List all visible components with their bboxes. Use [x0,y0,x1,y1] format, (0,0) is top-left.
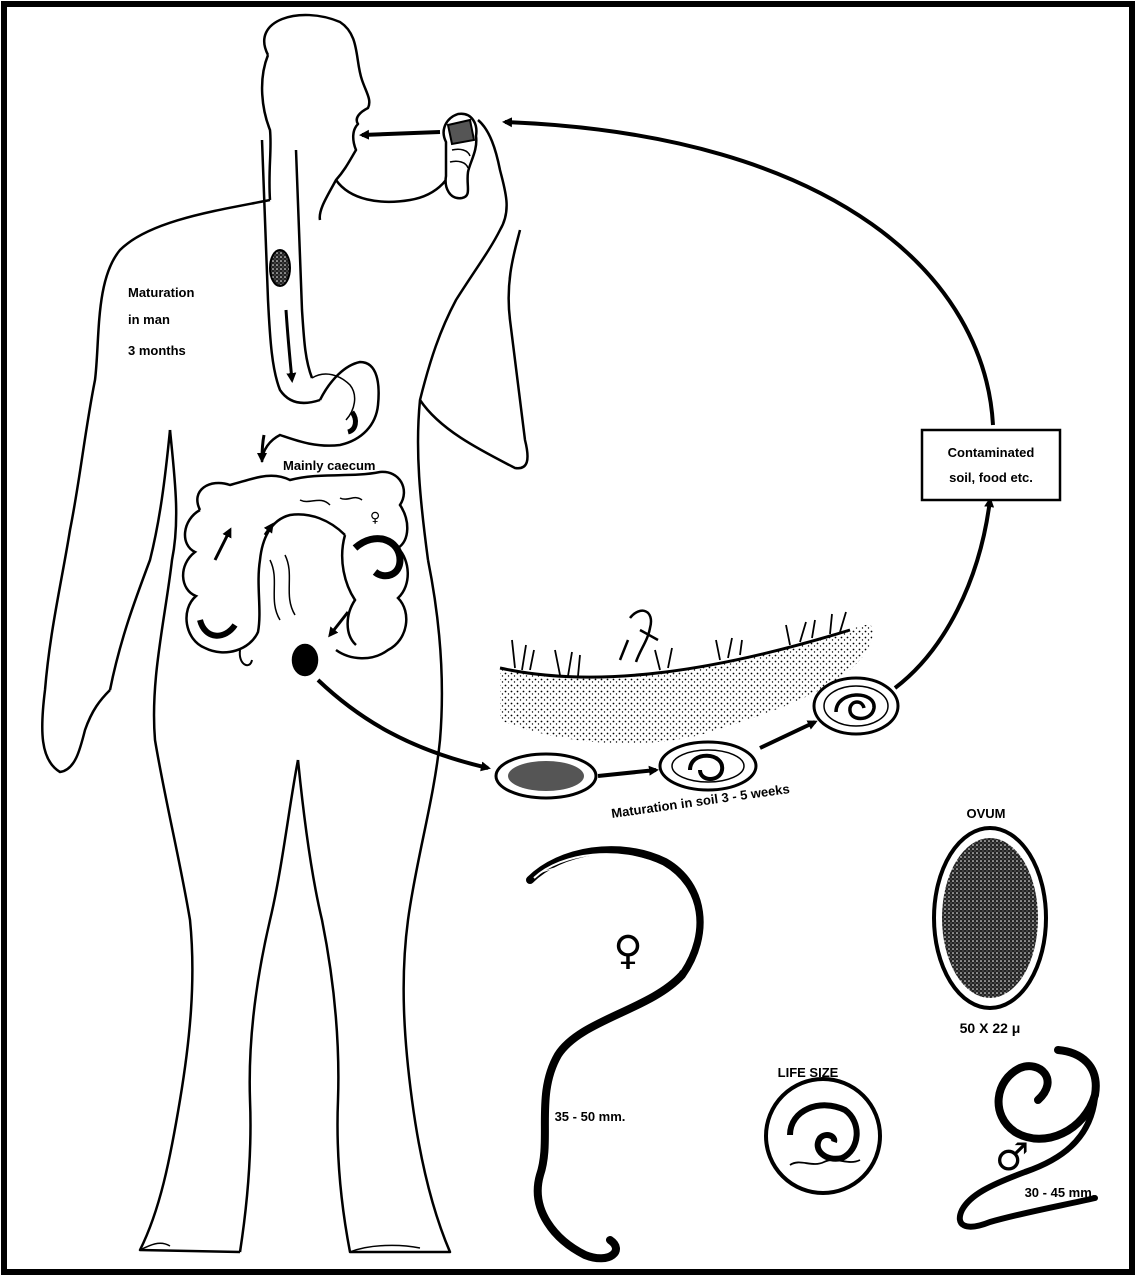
female-worm-illustration [530,850,700,1258]
male-symbol: ♂ [995,1135,1029,1179]
female-length-label: 35 - 50 mm. [555,1109,626,1124]
human-figure [42,15,527,1252]
hand-with-food-icon [444,114,477,198]
life-size-illustration [766,1079,880,1193]
egg-release-arrow [318,680,488,768]
frame-border [4,4,1132,1272]
soil-strip [500,611,873,744]
ovum-title: OVUM [967,806,1006,821]
male-length-label: 30 - 45 mm. [1025,1185,1096,1200]
maturation-man-line-2: in man [128,312,170,327]
box-line-1: Contaminated [948,445,1035,460]
to-mouth-arrow [505,122,993,425]
intestines [183,472,408,675]
egg-developing [660,742,756,790]
maturation-man-line-3: 3 months [128,343,186,358]
ingestion-arrow [362,132,440,135]
caecum-female-symbol: ♀ [370,510,380,526]
egg-unembryonated [496,754,596,798]
female-symbol: ♀ [613,928,642,974]
ovum-illustration [934,828,1046,1008]
mainly-caecum-label: Mainly caecum [283,458,376,473]
ovum-size-label: 50 X 22 μ [960,1020,1021,1036]
box-line-2: soil, food etc. [949,470,1033,485]
maturation-man-line-1: Maturation [128,285,195,300]
contaminated-box [922,430,1060,500]
digestive-tract [262,140,379,462]
egg-embryonated [814,678,898,734]
to-soil-box-arrow [895,500,990,688]
